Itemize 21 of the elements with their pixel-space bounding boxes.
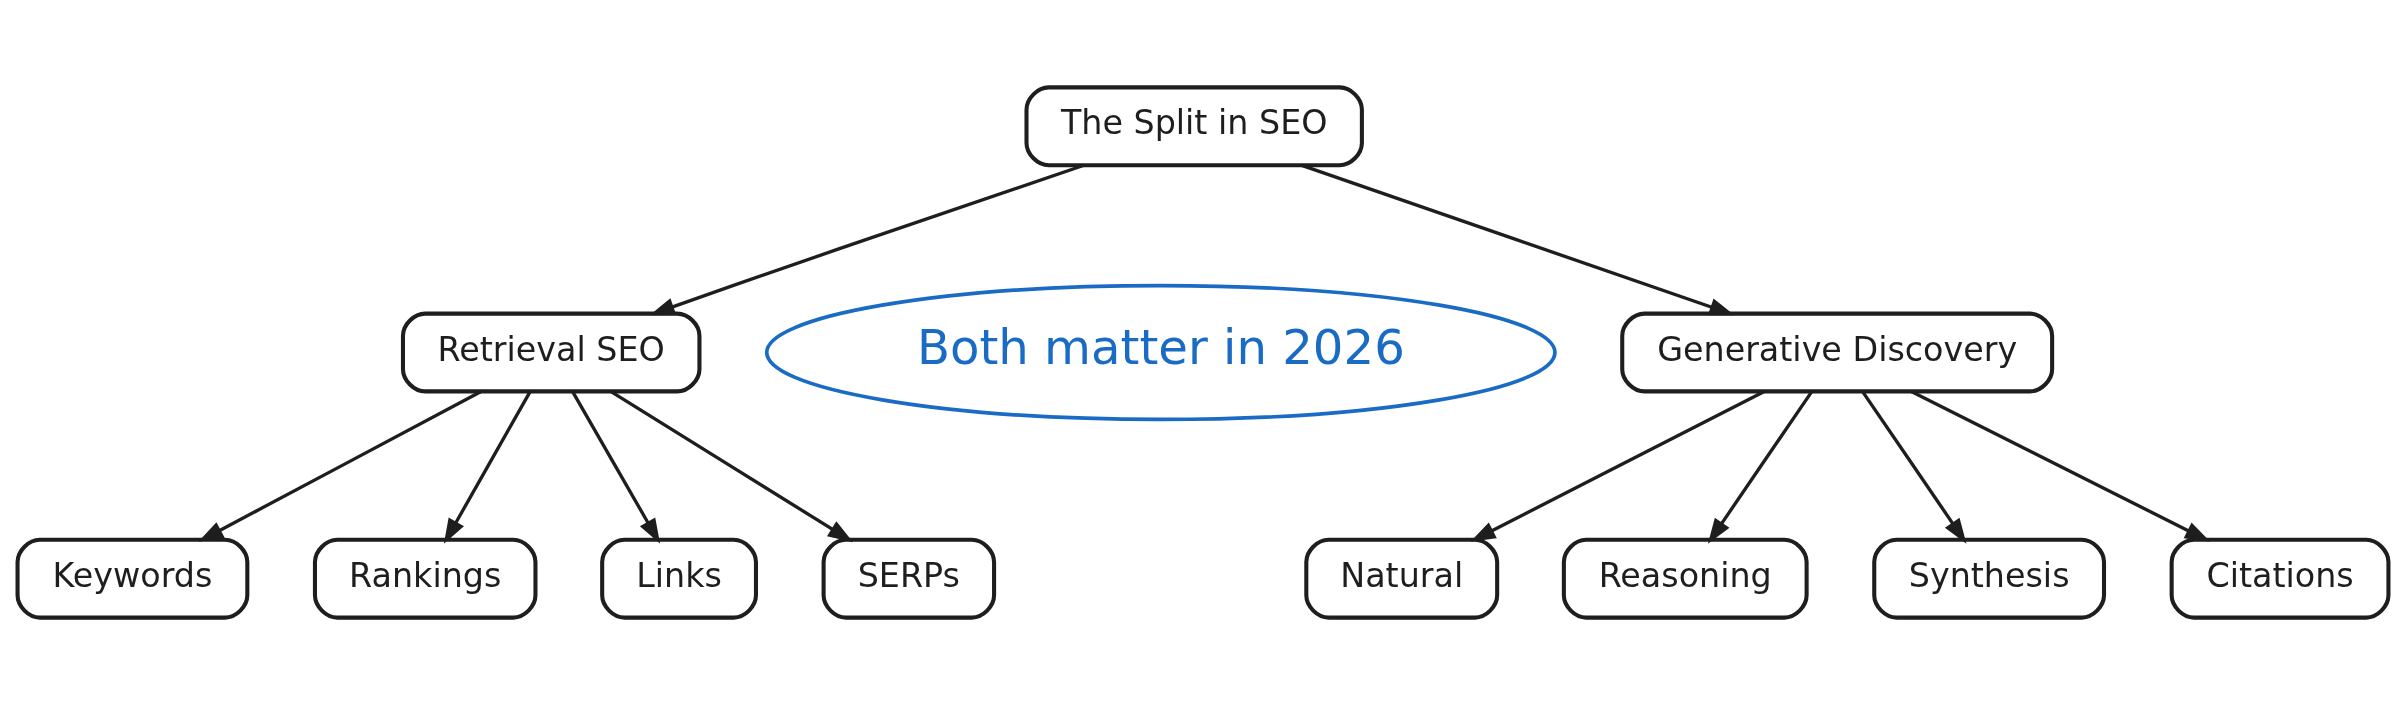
arrow	[1861, 390, 1967, 544]
arrow	[198, 389, 482, 542]
node-box: The Split in SEO	[1024, 84, 1364, 167]
node-box: Citations	[2169, 537, 2391, 620]
node-box: Links	[600, 537, 758, 620]
node-box: Keywords	[15, 537, 250, 620]
arrow	[1707, 390, 1814, 544]
arrow	[571, 390, 661, 544]
node-box: Synthesis	[1872, 537, 2107, 620]
node-box: Natural	[1304, 537, 1500, 620]
arrow	[1301, 163, 1735, 315]
node-box: SERPs	[821, 537, 997, 620]
node-ellipse: Both matter in 2026	[764, 283, 1557, 421]
node-box: Reasoning	[1561, 537, 1809, 620]
arrow	[649, 163, 1085, 315]
node-box: Generative Discovery	[1620, 311, 2055, 393]
node-box: Rankings	[312, 537, 538, 620]
arrow	[1910, 389, 2211, 542]
arrow	[443, 390, 532, 544]
arrow	[1470, 389, 1766, 542]
node-box: Retrieval SEO	[400, 311, 702, 393]
